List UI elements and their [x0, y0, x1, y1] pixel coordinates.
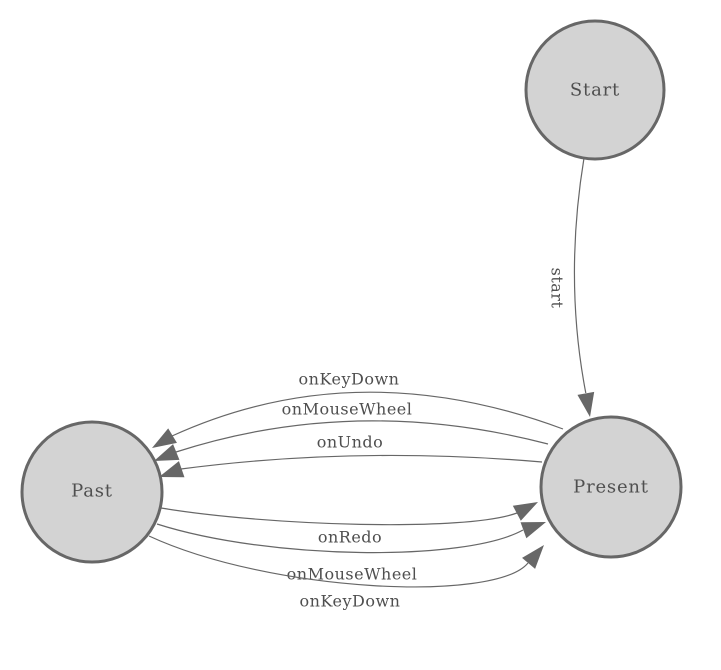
state-node-start: Start	[524, 19, 666, 161]
edge-line	[573, 157, 587, 394]
edge-present-past-onkeydown: onKeyDown	[152, 370, 564, 448]
edge-label-onkeydown-bottom: onKeyDown	[300, 592, 401, 611]
arrowhead	[154, 444, 180, 461]
edge-line	[175, 420, 549, 453]
edge-line	[171, 391, 564, 437]
edge-line	[148, 535, 529, 588]
node-circle	[20, 420, 164, 564]
edge-label-onkeydown-top: onKeyDown	[299, 370, 400, 389]
node-label-past: Past	[71, 481, 113, 502]
edge-present-past-onmousewheel: onMouseWheel	[154, 400, 549, 461]
edge-present-past-onundo: onUndo	[159, 433, 543, 478]
arrowhead	[152, 428, 177, 448]
node-label-present: Present	[573, 477, 649, 498]
edge-label-onredo: onRedo	[318, 528, 382, 547]
edge-line	[156, 523, 524, 554]
state-node-present: Present	[539, 415, 683, 559]
edge-past-present-onkeydown: onKeyDown	[148, 535, 544, 611]
edge-label-onundo: onUndo	[317, 433, 384, 452]
edge-line	[180, 454, 543, 470]
edge-start-present: start	[548, 157, 595, 417]
state-node-past: Past	[20, 420, 164, 564]
arrowhead	[159, 461, 185, 478]
edge-past-present-onredo: onRedo	[160, 502, 538, 547]
edge-label-onmousewheel-top: onMouseWheel	[282, 400, 413, 419]
node-label-start: Start	[570, 80, 620, 101]
arrowhead	[512, 502, 538, 521]
node-circle	[524, 19, 666, 161]
edge-label-onmousewheel-bottom: onMouseWheel	[287, 565, 418, 584]
node-circle	[539, 415, 683, 559]
edge-past-present-onmousewheel: onMouseWheel	[156, 522, 546, 584]
arrowhead	[520, 522, 546, 539]
arrowhead	[522, 545, 544, 569]
arrowhead	[577, 391, 595, 417]
edge-label-start: start	[548, 268, 567, 309]
edge-line	[160, 507, 518, 526]
